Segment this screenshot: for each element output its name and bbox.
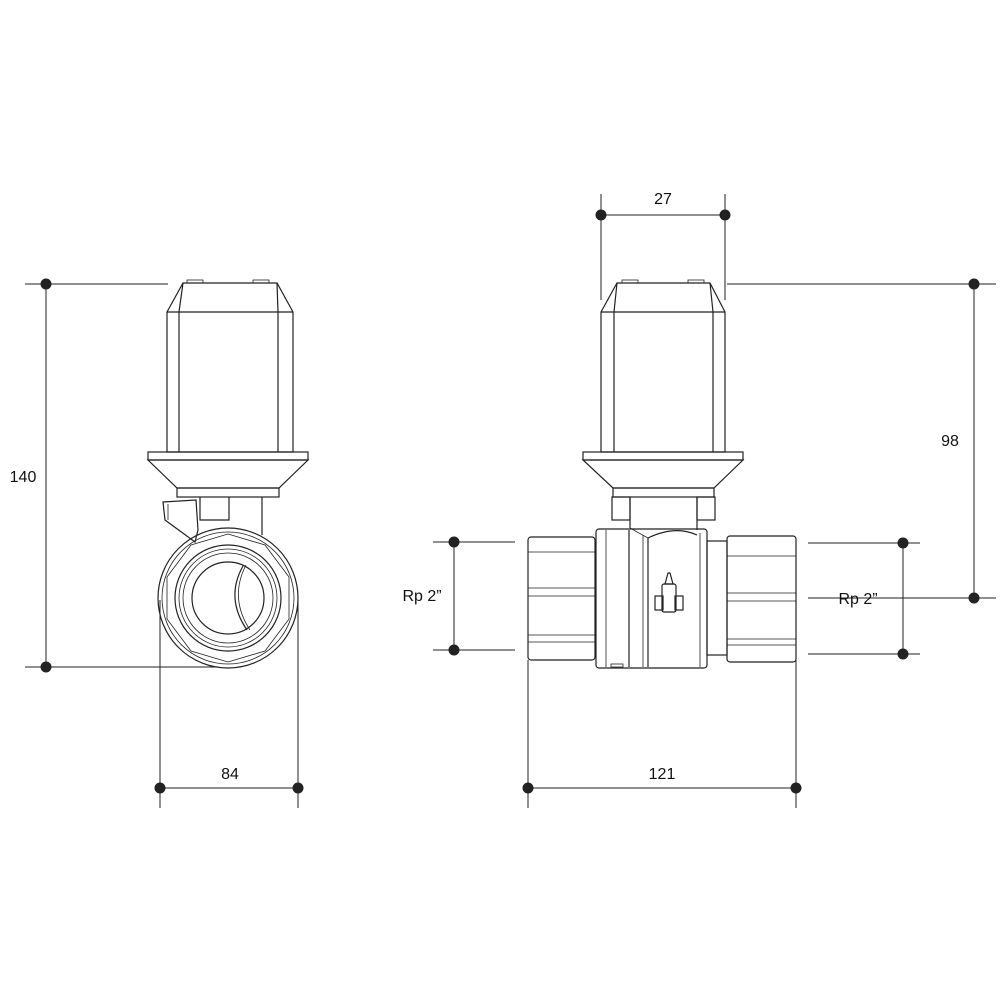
dimension-label-84: 84 (221, 766, 239, 783)
dimension-rp-right: Rp 2” (808, 537, 920, 660)
dimension-label-rp-left: Rp 2” (402, 588, 441, 605)
dimension-140: 140 (10, 278, 218, 673)
valve-body-front (527, 527, 797, 669)
dimension-98: 98 (727, 278, 996, 604)
ball-body-end (157, 527, 299, 669)
dimension-rp-left: Rp 2” (402, 536, 515, 656)
actuator-side (146, 279, 310, 535)
dimension-label-121: 121 (649, 766, 676, 783)
dimension-label-rp-right: Rp 2” (838, 591, 877, 608)
side-view-valve (146, 279, 310, 669)
dimension-121: 121 (522, 660, 802, 808)
actuator-front (581, 279, 745, 530)
dimension-label-140: 140 (10, 469, 37, 486)
handle (162, 499, 199, 544)
front-view-valve (527, 279, 797, 669)
dimension-84: 84 (154, 600, 304, 808)
dimension-label-27: 27 (654, 191, 672, 208)
drain-fitting-icon (654, 572, 684, 613)
dimension-27: 27 (595, 191, 731, 300)
dimension-label-98: 98 (941, 433, 959, 450)
